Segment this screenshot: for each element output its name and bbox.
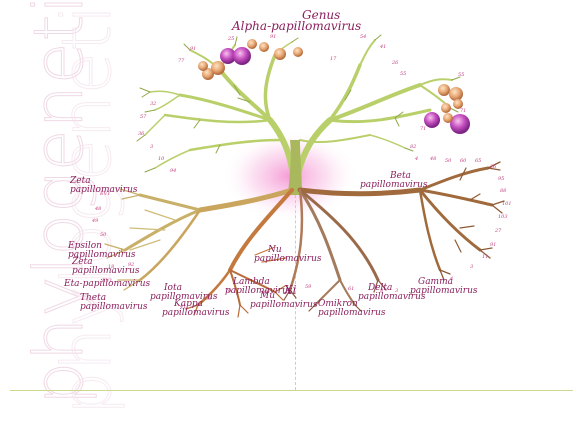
svg-text:59: 59 (305, 284, 312, 290)
svg-text:26: 26 (489, 164, 497, 170)
svg-text:95: 95 (498, 176, 504, 182)
svg-text:94: 94 (170, 168, 176, 174)
svg-text:41: 41 (379, 44, 386, 50)
svg-text:49: 49 (91, 218, 99, 224)
svg-text:54: 54 (360, 34, 366, 40)
xi-papillomavirus-label: Xi (284, 284, 296, 296)
svg-text:91: 91 (270, 34, 276, 40)
svg-text:36: 36 (138, 131, 145, 137)
svg-text:88: 88 (500, 188, 506, 194)
label-line-2: papillomavirus (410, 287, 478, 296)
svg-text:65: 65 (475, 158, 481, 164)
svg-text:48: 48 (429, 156, 436, 162)
label-line-2: papillomavirus (318, 309, 386, 318)
label-line-2: papillomavirus (72, 267, 140, 276)
svg-text:91: 91 (190, 46, 196, 52)
theta-papillomavirus-label: Theta papillomavirus (80, 294, 148, 312)
alpha-papillomavirus-label: Alpha-papillomavirus (232, 20, 361, 32)
label-line-2: papillomavirus (70, 186, 138, 195)
gamma-papillomavirus-label: Gamma papillomavirus (410, 278, 478, 296)
label-line-2: papillomavirus (80, 303, 148, 312)
svg-text:71: 71 (420, 126, 426, 132)
svg-text:3: 3 (470, 264, 473, 270)
svg-text:103: 103 (498, 214, 508, 220)
svg-text:61: 61 (348, 286, 354, 292)
beta-papillomavirus-label: Beta papillomavirus (360, 172, 428, 190)
svg-text:27: 27 (494, 228, 502, 234)
label-line-2: papillomavirus (162, 309, 230, 318)
svg-text:55: 55 (400, 71, 406, 77)
svg-text:77: 77 (178, 58, 185, 64)
label-line-2: papillomavirus (250, 301, 318, 310)
svg-text:32: 32 (150, 101, 156, 107)
svg-text:3: 3 (150, 144, 153, 150)
svg-text:101: 101 (502, 201, 512, 207)
nu-papillomavirus-label: Nu papillomavirus (254, 246, 322, 264)
eta-papillomavirus-label: Eta-papillomavirus (64, 280, 150, 289)
zeta-papillomavirus-label: Zeta papillomavirus (70, 177, 138, 195)
svg-text:71: 71 (460, 108, 466, 114)
svg-text:55: 55 (458, 72, 464, 78)
svg-text:91: 91 (490, 242, 496, 248)
label-line-2: papillomavirus (254, 255, 322, 264)
svg-text:4: 4 (414, 156, 418, 162)
svg-text:11: 11 (482, 254, 488, 260)
svg-text:25: 25 (227, 36, 234, 42)
svg-text:50: 50 (100, 232, 107, 238)
svg-text:60: 60 (460, 158, 467, 164)
svg-text:50: 50 (445, 158, 452, 164)
kappa-papillomavirus-label: Kappa papillomavirus (162, 300, 230, 318)
zeta2-papillomavirus-label: Zeta papillomavirus (72, 258, 140, 276)
svg-text:26: 26 (391, 60, 399, 66)
svg-text:17: 17 (330, 56, 337, 62)
svg-text:57: 57 (140, 114, 147, 120)
svg-text:10: 10 (158, 156, 165, 162)
label-line-2: papillomavirus (360, 181, 428, 190)
svg-text:82: 82 (410, 144, 416, 150)
omikron-papillomavirus-label: Omikron papillomavirus (318, 300, 386, 318)
svg-text:48: 48 (94, 206, 101, 212)
